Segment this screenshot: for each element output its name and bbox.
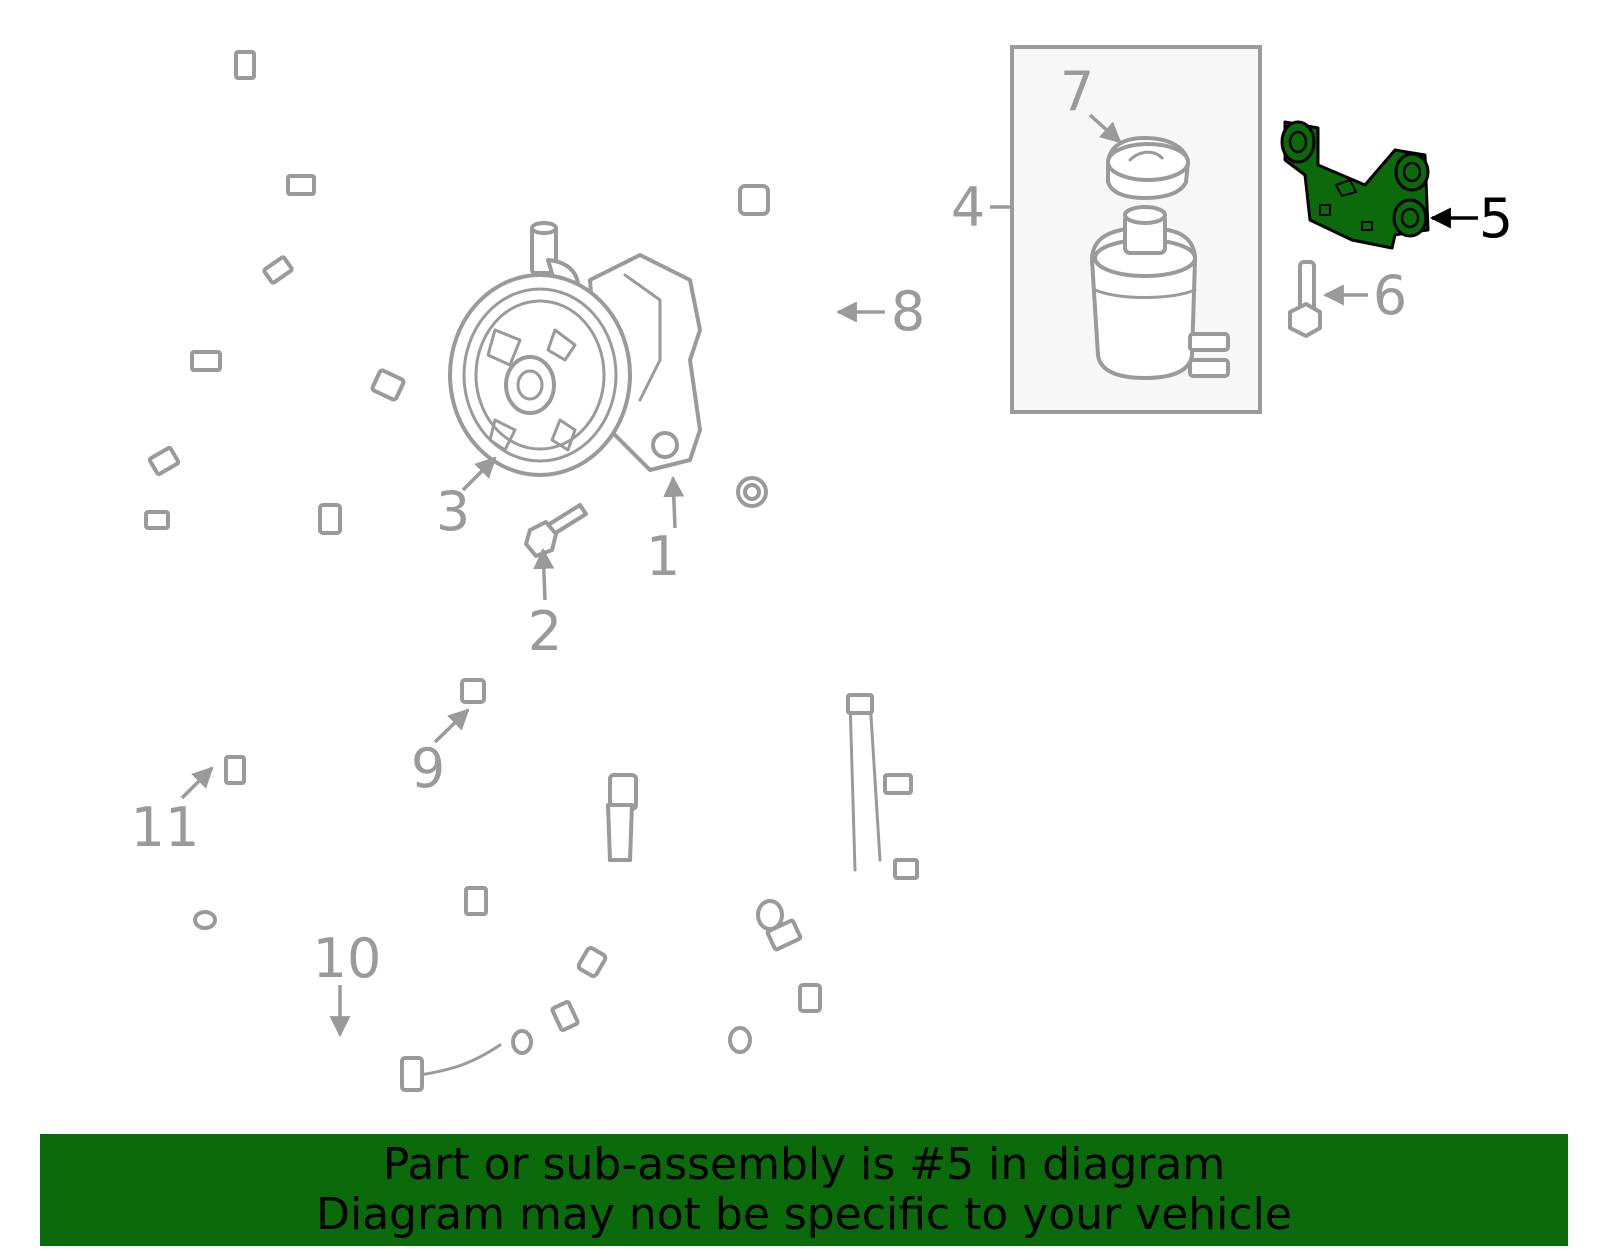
callout-10: 10	[313, 927, 382, 990]
part-3-pulley	[448, 273, 632, 477]
leader-3	[461, 456, 497, 492]
part-7-cap	[1106, 136, 1190, 200]
info-banner: Part or sub-assembly is #5 in diagram Di…	[40, 1134, 1568, 1246]
part-11-hose	[144, 50, 622, 1055]
part-9-pressure-line	[312, 368, 764, 934]
part-9-hose-end	[728, 642, 968, 1054]
part-5-bracket	[1280, 120, 1430, 250]
part-6-bolt	[1288, 260, 1322, 338]
part-2-bolt	[524, 503, 588, 558]
leader-11	[180, 766, 214, 800]
callout-3: 3	[436, 480, 470, 543]
callout-1: 1	[646, 525, 680, 588]
part-10-return-line	[193, 910, 504, 1092]
callout-2: 2	[528, 600, 562, 663]
part-4-reservoir-box	[1010, 45, 1262, 414]
callout-6: 6	[1373, 264, 1407, 327]
banner-line-2: Diagram may not be specific to your vehi…	[316, 1189, 1292, 1240]
part-8-suction-hose	[736, 184, 833, 508]
leader-7	[1088, 113, 1122, 144]
callout-4: 4	[951, 176, 985, 239]
callout-8: 8	[891, 280, 925, 343]
leader-2	[533, 547, 555, 601]
callout-7: 7	[1060, 60, 1094, 123]
banner-line-1: Part or sub-assembly is #5 in diagram	[382, 1139, 1226, 1190]
leader-9	[433, 708, 470, 744]
callout-5: 5	[1479, 187, 1513, 250]
callout-9: 9	[411, 737, 445, 800]
callout-11: 11	[131, 796, 200, 859]
leader-1	[663, 475, 685, 529]
